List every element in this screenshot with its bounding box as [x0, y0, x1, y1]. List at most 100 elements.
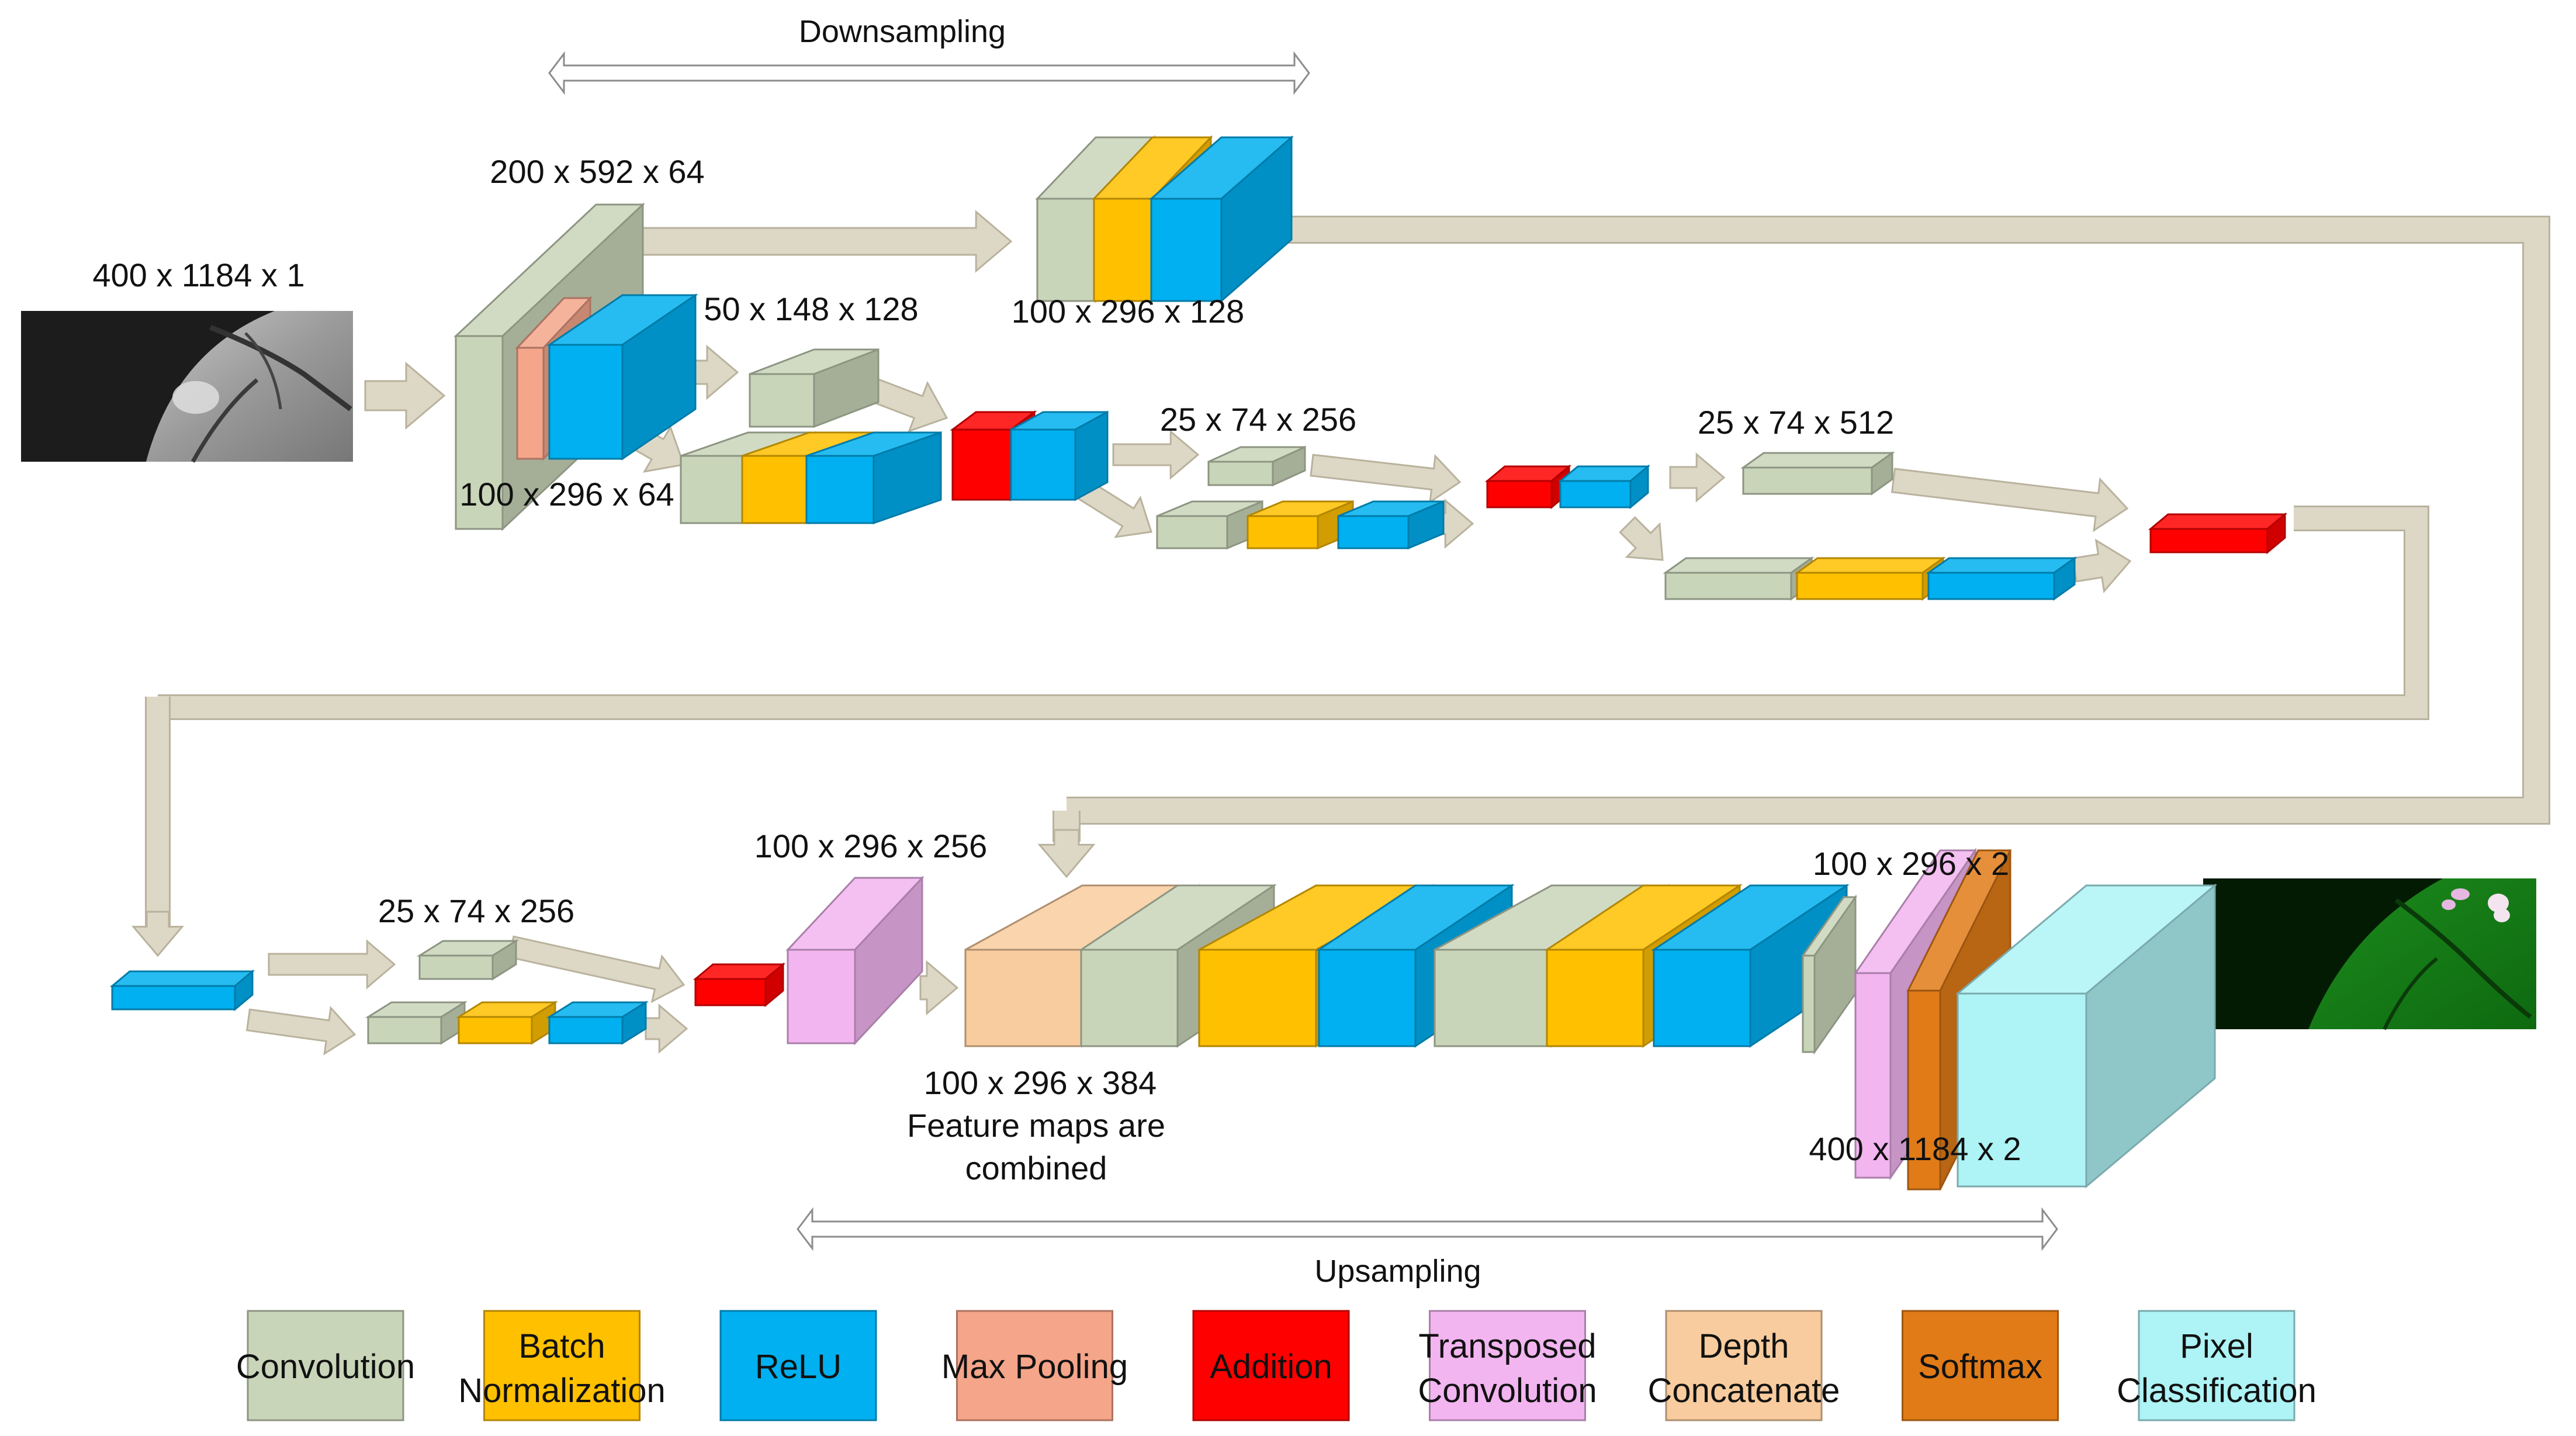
legend-item-relu: ReLU — [719, 1310, 877, 1421]
legend-item-max-pooling: Max Pooling — [941, 1310, 1128, 1421]
bn-block-dec-main — [455, 1001, 559, 1045]
concat-note-line1: Feature maps are — [907, 1107, 1165, 1144]
legend-swatch — [1902, 1310, 2059, 1421]
decoder-branch-size-label: 25 x 74 x 256 — [378, 892, 574, 929]
arrow-branch3-to-add3 — [1891, 468, 2129, 532]
legend-label: Softmax — [1918, 1348, 2042, 1386]
legend-swatch — [719, 1310, 877, 1421]
arrow-add4-to-transposed — [919, 960, 959, 1016]
arrow-add2-to-branch3 — [1669, 452, 1726, 503]
arrow-input-to-enc1 — [364, 361, 446, 430]
arrow-skip-into-concat — [1037, 829, 1096, 878]
legend-swatch — [1665, 1310, 1823, 1421]
legend-swatch — [1192, 1310, 1350, 1421]
bn-block-main2 — [1247, 500, 1354, 550]
conv-block-main2 — [1156, 500, 1263, 550]
concat-size-label: 100 x 296 x 384 — [924, 1064, 1157, 1101]
upsampling-range-arrow — [797, 1207, 2058, 1251]
branch2-size-label: 25 x 74 x 256 — [1160, 401, 1356, 438]
legend-label-line2: Classification — [2117, 1372, 2317, 1410]
relu-block-add2 — [1557, 464, 1651, 510]
skip-pipe-encoder-to-concat — [1067, 217, 2549, 823]
arrow-enc1-to-enc2 — [625, 210, 1013, 273]
conv-block-final — [1801, 894, 1857, 1055]
legend-label-line2: Concatenate — [1648, 1372, 1840, 1410]
encoder-stage2-size-label: 100 x 296 x 128 — [1012, 293, 1245, 330]
branch3-size-label: 25 x 74 x 512 — [1698, 404, 1894, 441]
pixel-class-block — [1955, 883, 2218, 1189]
arrow-decoder-down-head — [131, 911, 185, 957]
arrow-main-to-add4 — [645, 1004, 688, 1054]
conv-block-branch3 — [1740, 451, 1895, 496]
legend-label-line1: Depth — [1699, 1327, 1789, 1365]
legend-label-line1: Batch — [518, 1327, 605, 1365]
conv-block-main3 — [1663, 556, 1815, 601]
branch1-size-label: 50 x 148 x 128 — [704, 290, 918, 327]
legend-swatch — [1429, 1310, 1586, 1421]
relu-block-enc2 — [1149, 135, 1294, 303]
addition-block-4 — [693, 962, 786, 1008]
layer-blocks — [109, 135, 2288, 1191]
relu-block-enc1 — [546, 293, 698, 461]
encoder-stage1-pool-size-label: 100 x 296 x 64 — [459, 476, 674, 513]
downsampling-range-arrow — [548, 51, 1310, 95]
addition-block-2 — [1484, 464, 1572, 510]
arrow-dec1-to-branch — [268, 939, 396, 989]
arrow-add2-to-main3 — [1619, 516, 1664, 561]
relu-block-dec-main — [546, 1001, 649, 1045]
relu-block-main3 — [1926, 556, 2078, 601]
arrow-branch-to-add4 — [508, 935, 685, 1004]
legend-label: Addition — [1210, 1348, 1332, 1386]
concat-note-line2: combined — [965, 1150, 1107, 1186]
relu-block-add1 — [1010, 410, 1109, 501]
legend-label: ReLU — [755, 1348, 842, 1386]
legend-item-softmax: Softmax — [1902, 1310, 2059, 1421]
final-conv-size-label: 100 x 296 x 2 — [1813, 845, 2009, 882]
downsampling-title: Downsampling — [799, 14, 1006, 49]
arrow-branch2-to-add2 — [1310, 454, 1462, 504]
relu-block-dec1 — [109, 969, 255, 1012]
legend-swatch — [247, 1310, 404, 1421]
input-retina-image — [21, 311, 353, 463]
output-size-label: 400 x 1184 x 2 — [1809, 1130, 2021, 1167]
transposed-conv-size-label: 100 x 296 x 256 — [754, 828, 988, 864]
addition-block-3 — [2148, 512, 2288, 555]
legend-label-line1: Transposed — [1418, 1327, 1596, 1365]
range-arrows — [548, 51, 2058, 1251]
legend-swatch — [483, 1310, 640, 1421]
arrow-main2-to-add2 — [1439, 499, 1474, 549]
transposed-conv-block — [785, 876, 925, 1046]
arrow-dec1-to-main — [245, 1005, 356, 1056]
conv-block-dec-branch — [416, 939, 520, 981]
legend-swatch — [956, 1310, 1113, 1421]
conv-block-branch1 — [749, 348, 880, 428]
legend-swatch — [2138, 1310, 2295, 1421]
legend-label-line2: Normalization — [458, 1372, 666, 1410]
legend-item-convolution: Convolution — [236, 1310, 415, 1421]
legend-label-line2: Convolution — [1418, 1372, 1597, 1410]
conv-block-branch2 — [1207, 445, 1306, 487]
legend-label: Max Pooling — [941, 1348, 1128, 1386]
upsampling-title: Upsampling — [1314, 1254, 1481, 1289]
arrow-add1-to-branch2 — [1112, 430, 1200, 480]
bn-block-main3 — [1794, 556, 1946, 601]
legend-label-line1: Pixel — [2180, 1327, 2253, 1365]
legend-label: Convolution — [236, 1348, 415, 1386]
input-size-label: 400 x 1184 x 1 — [92, 257, 304, 293]
size-labels: 400 x 1184 x 1 200 x 592 x 64 100 x 296 … — [92, 153, 2021, 1186]
legend-item-addition: Addition — [1192, 1310, 1350, 1421]
arrow-main3-to-add3 — [2072, 538, 2132, 594]
encoder-stage1-size-label: 200 x 592 x 64 — [490, 153, 704, 190]
relu-block-main2 — [1337, 500, 1445, 550]
output-retina-image — [2203, 878, 2536, 1030]
relu-block-up2 — [1651, 884, 1850, 1048]
relu-block-main1 — [805, 431, 942, 525]
conv-block-dec-main — [365, 1001, 468, 1045]
pipe-addition3-to-decoder — [158, 507, 2428, 718]
